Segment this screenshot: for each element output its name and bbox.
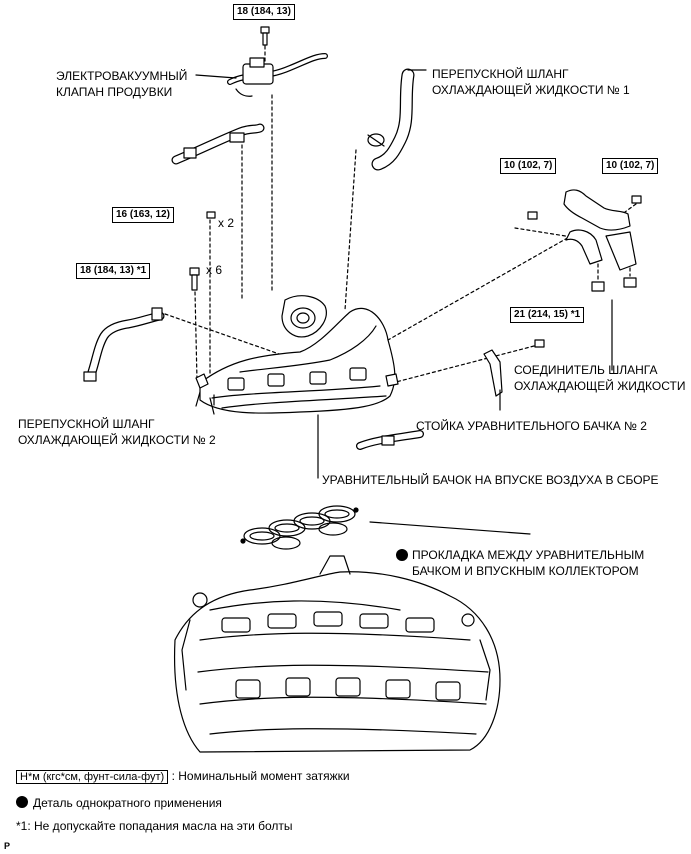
- gasket-nonreusable-icon: [396, 549, 408, 561]
- engine-block-icon: [173, 555, 501, 753]
- bypass-hose-2-icon: [83, 307, 165, 382]
- bracket-bolt-right-icon: [631, 195, 642, 204]
- label-bypass-hose-2: ПЕРЕПУСКНОЙ ШЛАНГ ОХЛАЖДАЮЩЕЙ ЖИДКОСТИ №…: [18, 417, 216, 447]
- bypass-hose-1-icon: [367, 68, 415, 171]
- corner-mark: P: [4, 841, 11, 851]
- gasket-icon: [240, 505, 359, 550]
- intake-plenum-icon: [195, 295, 399, 415]
- torque-spec-left-lower: 18 (184, 13) *1: [76, 263, 151, 279]
- lower-hose-icon: [356, 430, 424, 450]
- label-purge-vsv: ЭЛЕКТРОВАКУУМНЫЙ КЛАПАН ПРОДУВКИ: [56, 69, 188, 99]
- bolt-count-x6: x 6: [206, 263, 223, 277]
- label-bypass-hose-1: ПЕРЕПУСКНОЙ ШЛАНГ ОХЛАЖДАЮЩЕЙ ЖИДКОСТИ №…: [432, 67, 630, 97]
- torque-unit-desc: : Номинальный момент затяжки: [171, 769, 350, 783]
- vacuum-hose-icon: [171, 123, 265, 165]
- torque-spec-bracket-left: 10 (102, 7): [500, 158, 557, 174]
- torque-spec-stay: 21 (214, 15) *1: [510, 307, 585, 323]
- bolt-count-x2: x 2: [218, 216, 235, 230]
- torque-spec-top: 18 (184, 13): [233, 4, 295, 20]
- label-intake-plenum: УРАВНИТЕЛЬНЫЙ БАЧОК НА ВПУСКЕ ВОЗДУХА В …: [322, 473, 659, 487]
- plenum-stay-icon: [483, 349, 503, 397]
- legend-torque-unit: Н*м (кгс*см, фунт-сила-фут) : Номинальны…: [16, 768, 350, 785]
- torque-spec-left-upper: 16 (163, 12): [112, 207, 174, 223]
- nonreusable-text: Деталь однократного применения: [33, 796, 222, 810]
- bolt-x2-icon: [206, 211, 216, 219]
- legend-note: *1: Не допускайте попадания масла на эти…: [16, 819, 293, 833]
- label-water-hose-joint: СОЕДИНИТЕЛЬ ШЛАНГА ОХЛАЖДАЮЩЕЙ ЖИДКОСТИ: [514, 363, 686, 393]
- torque-spec-bracket-right: 10 (102, 7): [602, 158, 659, 174]
- top-bolt-icon: [260, 26, 270, 46]
- torque-unit-box: Н*м (кгс*см, фунт-сила-фут): [16, 770, 169, 784]
- water-hose-joint-icon: [563, 189, 637, 292]
- stay-bolt-icon: [534, 339, 545, 348]
- label-plenum-stay: СТОЙКА УРАВНИТЕЛЬНОГО БАЧКА № 2: [416, 419, 647, 433]
- legend-nonreusable: Деталь однократного применения: [16, 795, 222, 811]
- bracket-bolt-left-icon: [527, 211, 538, 220]
- bolt-x6-icon: [189, 267, 200, 291]
- purge-vsv-icon: [227, 53, 328, 97]
- label-gasket: ПРОКЛАДКА МЕЖДУ УРАВНИТЕЛЬНЫМ БАЧКОМ И В…: [412, 548, 645, 578]
- nonreusable-dot-icon: [16, 796, 28, 808]
